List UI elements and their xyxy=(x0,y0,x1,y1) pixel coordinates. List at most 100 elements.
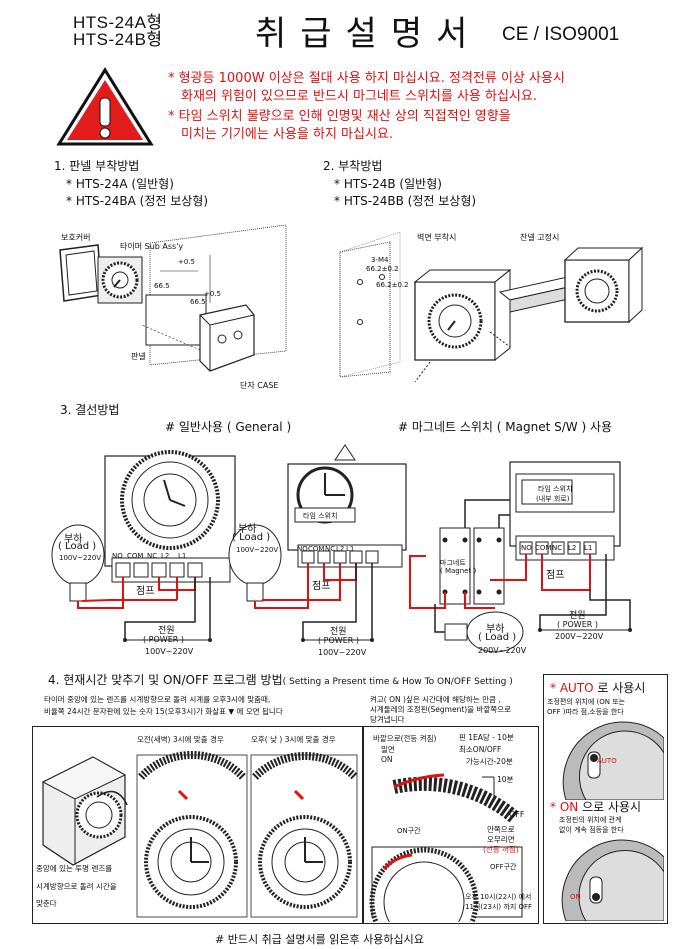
section2-item-2: * HTS-24BB (정전 보상형) xyxy=(334,194,477,208)
lens-note-2: 시계방향으로 돌려 시간을 xyxy=(36,882,117,891)
document-title: 취급설명서 xyxy=(255,14,482,54)
setting-desc-4: 시계둘레의 조정핀(Segment)을 바깥쪽으로 xyxy=(370,705,511,714)
power-label-a: 전원 xyxy=(158,626,175,636)
off-note-1: OFF xyxy=(509,810,525,819)
power-rating-c: 200V~220V xyxy=(555,632,604,641)
present-time-panel xyxy=(32,726,363,924)
power-label-b-en: ( POWER ) xyxy=(318,636,359,645)
timer-label-b: 타임 스위치 xyxy=(303,512,338,520)
model-b-label: HTS-24B형 xyxy=(73,30,163,49)
power-rating-a: 100V~220V xyxy=(145,647,194,656)
power-rating-b: 100V~220V xyxy=(318,648,367,657)
setting-desc-1: 타이머 중앙에 있는 렌즈를 시계방향으로 돌려 시계를 오후3시에 맞춤때, xyxy=(44,695,271,704)
warning-line-2: 화재의 위험이 있으므로 반드시 마그네트 스위치를 사용 하십시요. xyxy=(181,89,537,104)
terminal-com-a: COM xyxy=(127,552,144,560)
label-cover: 보호커버 xyxy=(61,233,91,242)
power-label-a-en: ( POWER ) xyxy=(143,635,184,644)
footer-note: # 반드시 취급 설명서를 읽은후 사용하십시요 xyxy=(215,933,424,946)
mode-panel xyxy=(543,674,668,924)
load-rating-a: 100V~220V xyxy=(59,554,102,562)
terminal-no-a: NO xyxy=(112,552,123,560)
auto-word: AUTO xyxy=(597,757,617,765)
off-section-mark: OFF구간 xyxy=(490,863,517,871)
auto-desc-1: 조정편의 위치에 (ON 또는 xyxy=(547,698,626,706)
label-wall-mount: 벽면 부착시 xyxy=(417,233,457,242)
warning-line-1: * 형광등 1000W 이상은 절대 사용 하지 마십시요. 정격전류 이상 사… xyxy=(168,71,565,86)
off-note-4: (전등 꺼짐) xyxy=(483,845,519,854)
section2-item-1: * HTS-24B (일반형) xyxy=(334,177,442,191)
load-label-a-en: ( Load ) xyxy=(58,541,97,552)
setting-desc-2: 비율쪽 24시간 문자판에 있는 숫자 15(오후3시)가 화살표 ▼ 에 오면… xyxy=(44,707,283,716)
example-note-2: 11시(23시) 까지 OFF xyxy=(465,903,533,911)
magnet-sub: ( Magnet ) xyxy=(440,567,477,575)
dim-wall-2: 66.2±0.2 xyxy=(366,265,399,273)
on-switch-illustration xyxy=(561,839,664,921)
dim-panel-4: +0.5 xyxy=(204,290,221,298)
dim-wall-3: 66.2±0.2 xyxy=(376,281,409,289)
on-note-1-text: 바깥으로(전등 켜짐) xyxy=(373,734,437,743)
load-label-c-en: ( Load ) xyxy=(478,632,517,643)
pin-note-1: 핀 1EA당 - 10분 xyxy=(459,733,514,742)
ten-minute-label: 10분 xyxy=(497,775,514,784)
auto-desc-2: OFF )따라 점,소등을 한다 xyxy=(547,708,624,716)
terminal-l2-c: L2 xyxy=(568,544,577,552)
auto-mode-title-b: 로 사용시 xyxy=(593,681,646,695)
terminal-l1-b: L1 xyxy=(346,545,355,553)
model-a-label: HTS-24A형 xyxy=(73,13,163,32)
dim-panel-3: 66.5 xyxy=(190,298,206,306)
example-note-1: 오후 10시(22시) 에서 xyxy=(465,893,532,901)
power-label-b: 전원 xyxy=(330,627,347,637)
terminal-nc-c: NC xyxy=(552,544,563,552)
terminal-no-c: NO xyxy=(521,544,532,552)
section4-heading: 4. 현재시간 맞추기 및 ON/OFF 프로그램 방법( Setting a … xyxy=(48,671,513,688)
wiring-magnet-title: # 마그네트 스위치 ( Magnet S/W ) 사용 xyxy=(398,420,613,434)
on-note-2: 밀면 xyxy=(381,745,395,754)
dim-panel-2: 66.5 xyxy=(154,282,170,290)
label-timer-sub: 타이머 Sub Ass'y xyxy=(120,242,184,251)
terminal-com-c: COM xyxy=(535,544,552,552)
label-terminal-case: 단자 CASE xyxy=(240,381,279,390)
wiring-general-title: # 일반사용 ( General ) xyxy=(165,420,292,434)
terminal-nc-b: NC xyxy=(325,545,336,553)
certification-label: CE / ISO9001 xyxy=(502,24,620,45)
magnet-label: 마그네트 xyxy=(440,559,466,567)
dim-wall-1: 3-M4 xyxy=(371,256,389,264)
load-label-c: 부하 xyxy=(486,624,505,635)
warning-line-4: 미치는 기기에는 사용을 하지 마십시요. xyxy=(181,127,394,142)
setting-desc-3: 켜고( ON )싶은 시간대에 해당하는 만큼 , xyxy=(370,695,501,704)
section4-heading-ko: 4. 현재시간 맞추기 및 ON/OFF 프로그램 방법 xyxy=(48,673,283,687)
pin-note-3: 가능시간-20분 xyxy=(466,757,513,766)
label-rail-mount: 찬넬 고정시 xyxy=(520,233,560,242)
on-word: ON xyxy=(570,893,581,901)
terminal-l1-a: L1 xyxy=(178,552,187,560)
terminal-no-b: NO xyxy=(297,545,308,553)
auto-mode-title: * AUTO 로 사용시 xyxy=(550,679,645,696)
am-setting-label: 오전(새벽) 3시에 맞출 경우 xyxy=(137,735,224,744)
auto-mode-title-a: * AUTO xyxy=(550,681,594,695)
on-mode-title: * ON 으로 사용시 xyxy=(550,798,641,815)
on-desc-2: 없이 계속 점등을 한다 xyxy=(559,826,624,834)
wall-mount-diagram xyxy=(339,231,644,383)
pin-note-2: 최소ON/OFF xyxy=(459,745,502,754)
warning-line-3: * 타임 스위치 불량으로 인해 인명및 재산 상의 직접적인 영향을 xyxy=(168,109,511,124)
on-note-3: ON xyxy=(381,755,393,764)
timer-sub-c: (내부 회로) xyxy=(536,495,570,503)
lens-note-1: 중앙에 있는 투명 렌즈를 xyxy=(36,864,113,873)
on-desc-1: 조정핀의 위치에 관계 xyxy=(559,816,622,824)
auto-switch-illustration xyxy=(562,721,664,800)
on-section-mark: ON구간 xyxy=(397,827,421,835)
setting-desc-5: 당겨냅니다 xyxy=(370,715,405,724)
terminal-l2-b: L2 xyxy=(336,545,345,553)
load-label-a: 부하 xyxy=(64,534,83,545)
onoff-program-panel xyxy=(363,726,539,924)
terminal-l2-a: L2 xyxy=(161,552,170,560)
section1-item-2: * HTS-24BA (정전 보상형) xyxy=(66,194,209,208)
power-label-c: 전원 xyxy=(569,611,586,621)
timer-label-c: 타임 스위치 xyxy=(538,485,573,493)
section1-heading: 1. 판넬 부착방법 xyxy=(54,159,140,173)
on-mode-title-b: 으로 사용시 xyxy=(578,800,642,814)
present-time-illustration xyxy=(41,751,358,918)
terminal-l1-c: L1 xyxy=(584,544,593,552)
load-label-b-en: ( Load ) xyxy=(232,532,271,543)
dim-panel-1: +0.5 xyxy=(178,258,195,266)
